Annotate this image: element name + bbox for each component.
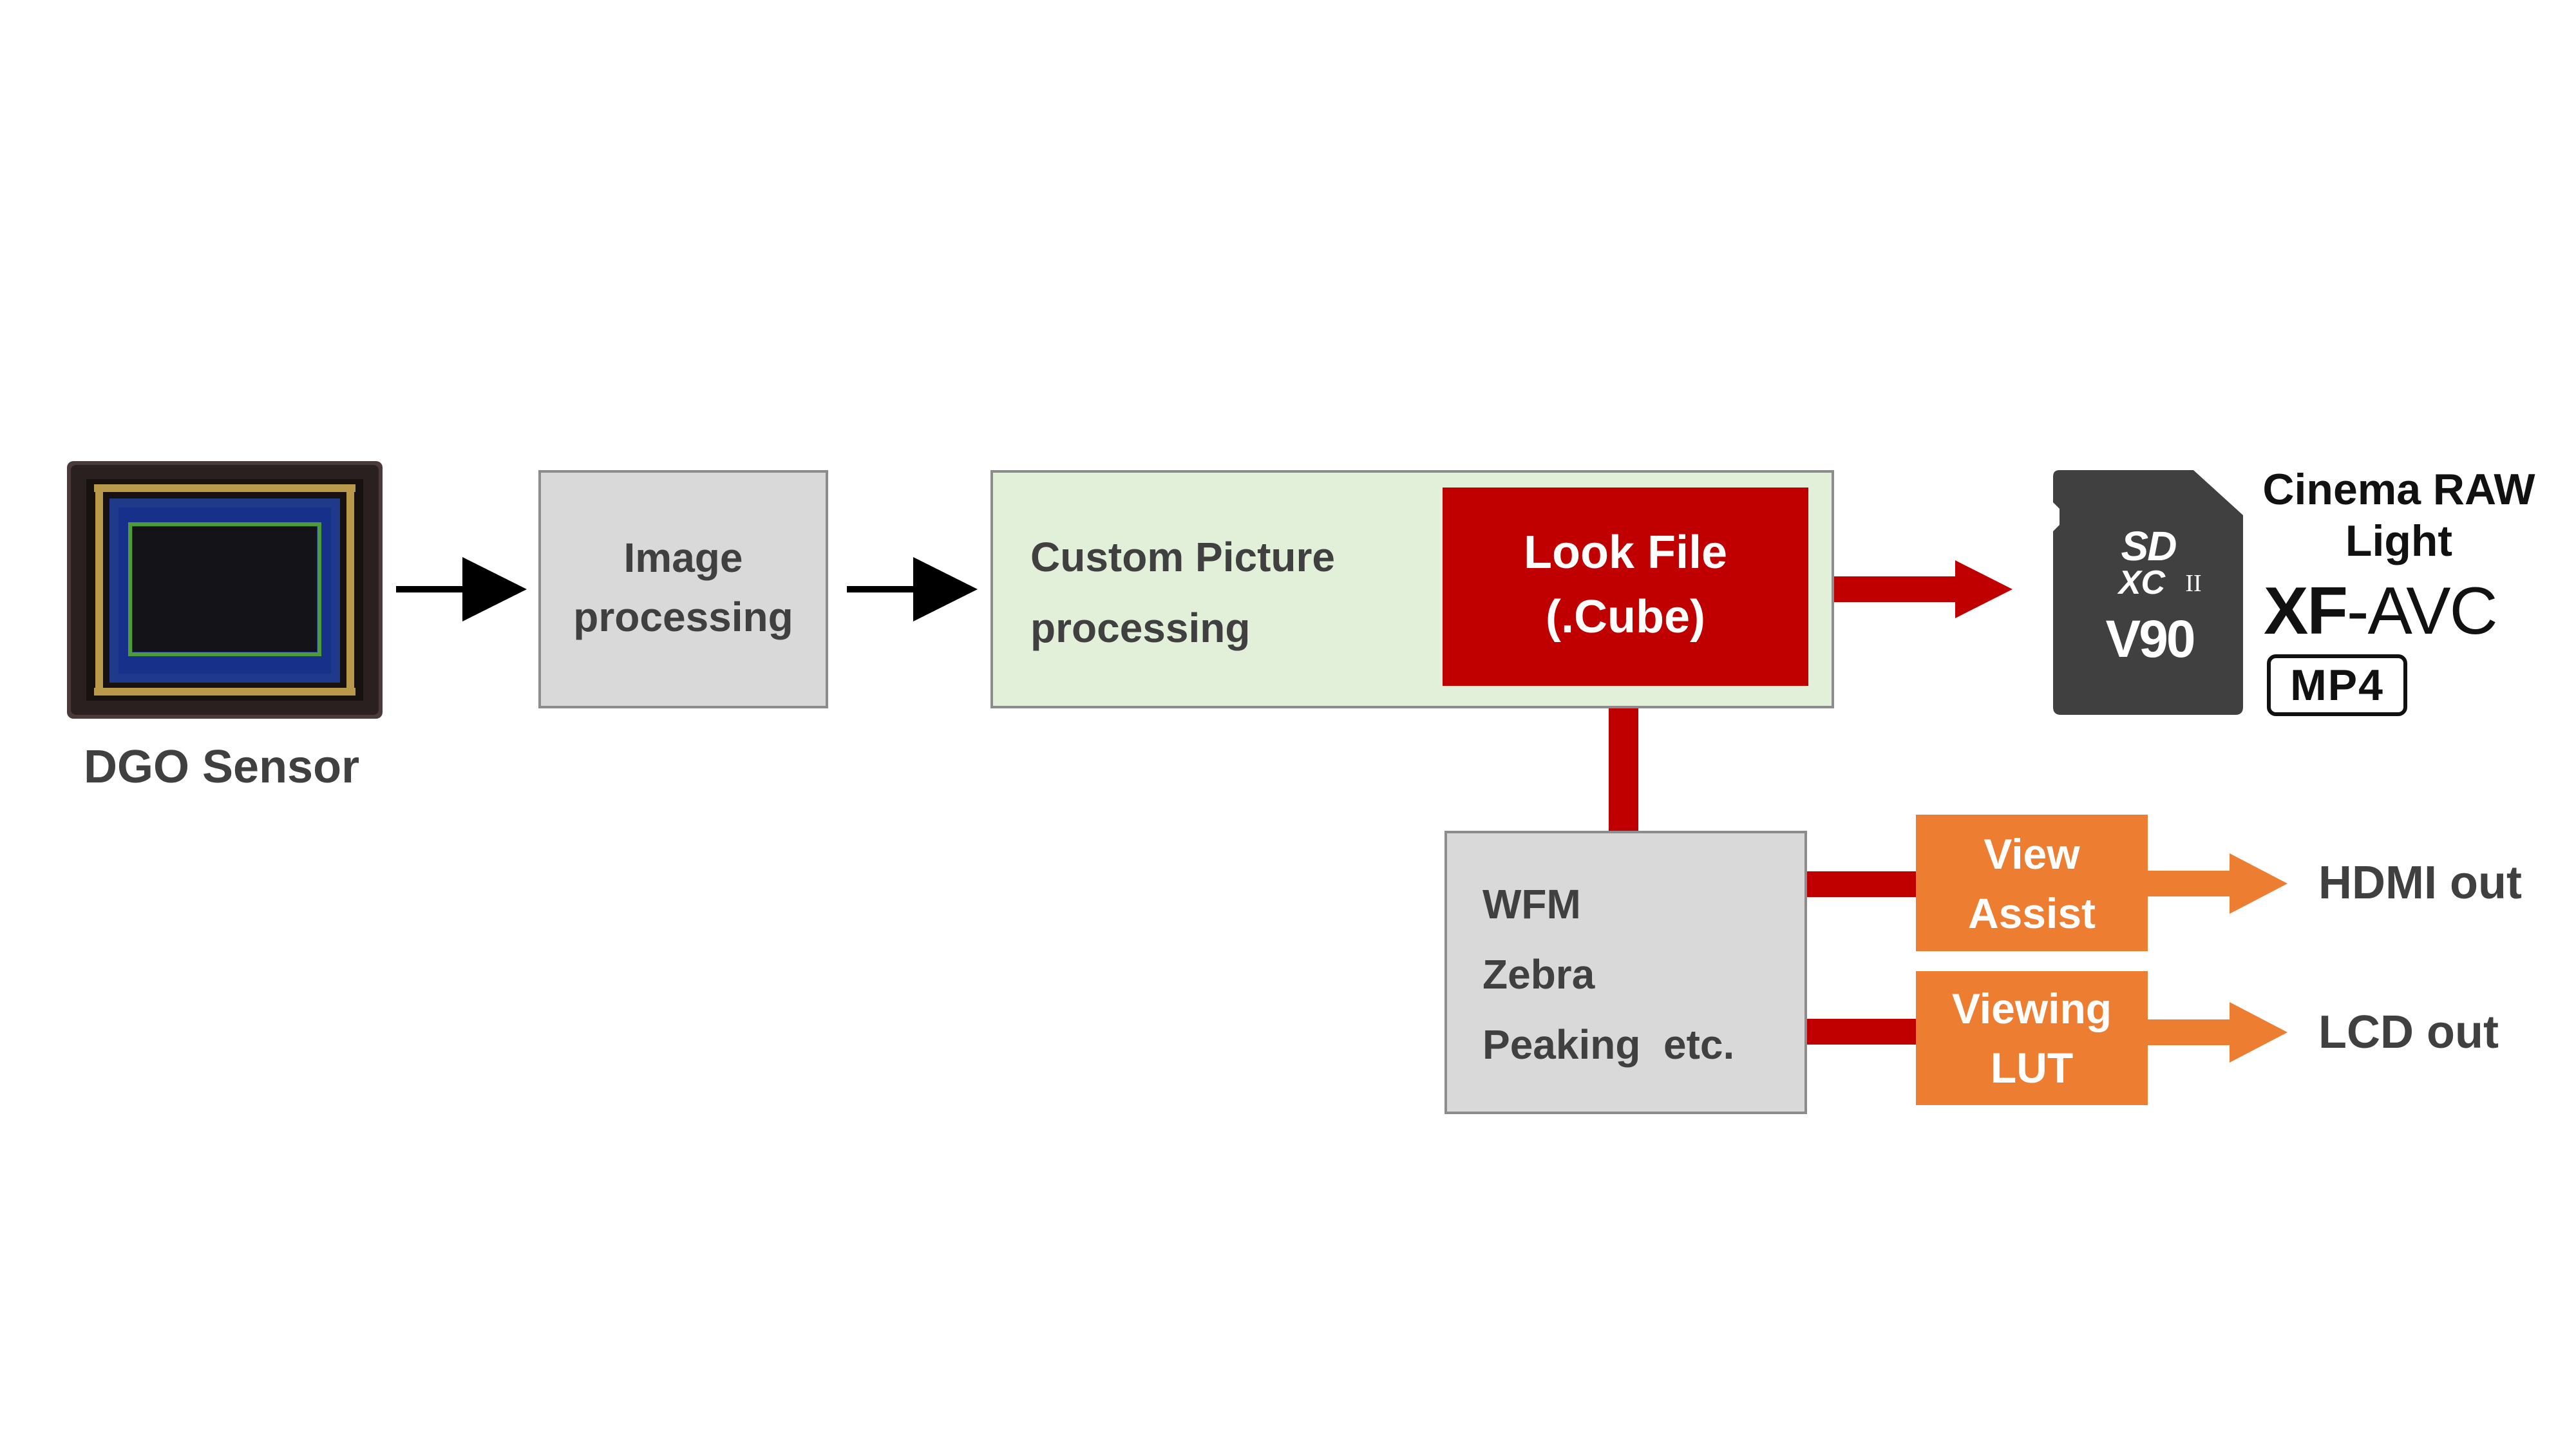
monitoring-tools-label: WFM Zebra Peaking etc. <box>1482 881 1735 1068</box>
viewing-lut-label: Viewing LUT <box>1951 985 2112 1092</box>
hdmi-out-label: HDMI out <box>2318 857 2522 909</box>
sensor-chip-image <box>67 461 383 719</box>
view-assist-label: View Assist <box>1967 830 2096 937</box>
xf-avc-logo: XF-AVC <box>2264 573 2498 650</box>
view-assist-block <box>1916 815 2148 951</box>
lcd-out-label: LCD out <box>2318 1007 2499 1058</box>
image-processing-block <box>538 470 828 708</box>
sensor-label: DGO Sensor <box>84 741 360 793</box>
svg-text:SD: SD <box>2121 523 2177 569</box>
svg-text:II: II <box>2185 570 2201 597</box>
line-monitoring-to-viewing-lut <box>1807 1019 1917 1045</box>
monitoring-tools-block <box>1444 831 1807 1114</box>
svg-text:XC: XC <box>2117 564 2166 601</box>
custom-picture-label: Custom Picture processing <box>1030 534 1335 651</box>
viewing-lut-block <box>1916 971 2148 1105</box>
line-monitoring-to-view-assist <box>1807 871 1917 897</box>
xf-avc-bold: XF <box>2264 574 2348 649</box>
image-processing-label: Image processing <box>573 535 793 640</box>
line-custom-picture-to-monitoring <box>1609 708 1638 831</box>
arrow-custom-picture-to-recording <box>1834 560 2012 618</box>
look-file-label: Look File (.Cube) <box>1523 527 1728 643</box>
speed-class-label: V90 <box>2106 610 2194 668</box>
mp4-logo: MP4 <box>2267 654 2407 716</box>
arrow-viewing-lut-to-lcd <box>2147 1002 2287 1063</box>
cinema-raw-light-logo: Cinema RAW Light <box>2262 465 2535 565</box>
xf-avc-rest: -AVC <box>2346 574 2498 649</box>
look-file-block <box>1443 488 1808 686</box>
arrow-view-assist-to-hdmi <box>2147 853 2287 914</box>
sd-card-icon: SD XC II V90 <box>2053 470 2243 715</box>
